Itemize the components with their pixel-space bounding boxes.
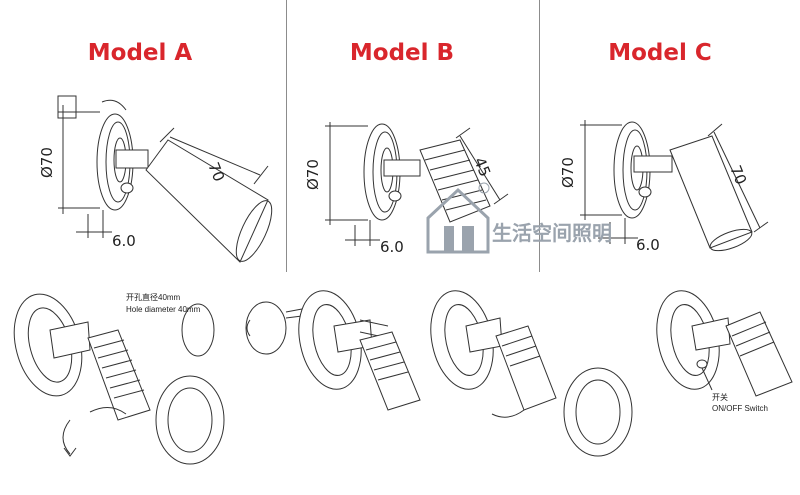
hole-note-en: Hole diameter 40mm <box>126 305 201 314</box>
switch-note-en: ON/OFF Switch <box>712 404 768 413</box>
watermark-text: 生活空间照明 <box>492 221 612 245</box>
model-c-depth-label: 6.0 <box>636 236 660 254</box>
model-a-drawing: Ø70 70 6.0 <box>38 95 273 263</box>
model-b-drawing: Ø70 45 6.0 <box>304 122 509 256</box>
divider-right <box>539 0 540 272</box>
screw-1 <box>359 319 389 327</box>
junction-box <box>245 301 287 355</box>
install-illustration-1: 开孔直径40mm Hole diameter 40mm <box>13 292 225 465</box>
install-illustration-2 <box>245 290 421 411</box>
install-illustration-3 <box>430 290 633 457</box>
model-a-title: Model A <box>87 40 193 66</box>
onoff-switch-knob <box>696 359 708 369</box>
model-b-depth-label: 6.0 <box>380 238 404 256</box>
registered-mark-icon <box>478 182 490 194</box>
model-b-length-label: 45 <box>470 155 494 179</box>
switch-note-cn: 开关 <box>712 392 728 402</box>
trim-ring-a <box>155 375 225 465</box>
model-c-length-label: 70 <box>726 163 750 187</box>
model-c-drawing: Ø70 70 6.0 <box>559 120 769 254</box>
model-a-depth-label: 6.0 <box>112 232 136 250</box>
divider-left <box>286 0 287 272</box>
model-b-title: Model B <box>349 40 455 66</box>
model-b-diameter-label: Ø70 <box>304 159 322 190</box>
brand-logo-small-icon <box>57 95 77 119</box>
trim-ring-b <box>563 367 633 457</box>
model-a-diameter-label: Ø70 <box>38 147 56 178</box>
watermark: 生活空间照明 <box>426 182 612 254</box>
model-c-diameter-label: Ø70 <box>559 157 577 188</box>
house-logo-icon <box>426 187 490 254</box>
model-a-length-label: 70 <box>204 160 228 184</box>
hole-cover-a <box>181 303 215 357</box>
hole-note-cn: 开孔直径40mm <box>126 292 181 302</box>
model-c-title: Model C <box>608 40 712 66</box>
install-illustration-4: 开关 ON/OFF Switch <box>656 290 793 413</box>
